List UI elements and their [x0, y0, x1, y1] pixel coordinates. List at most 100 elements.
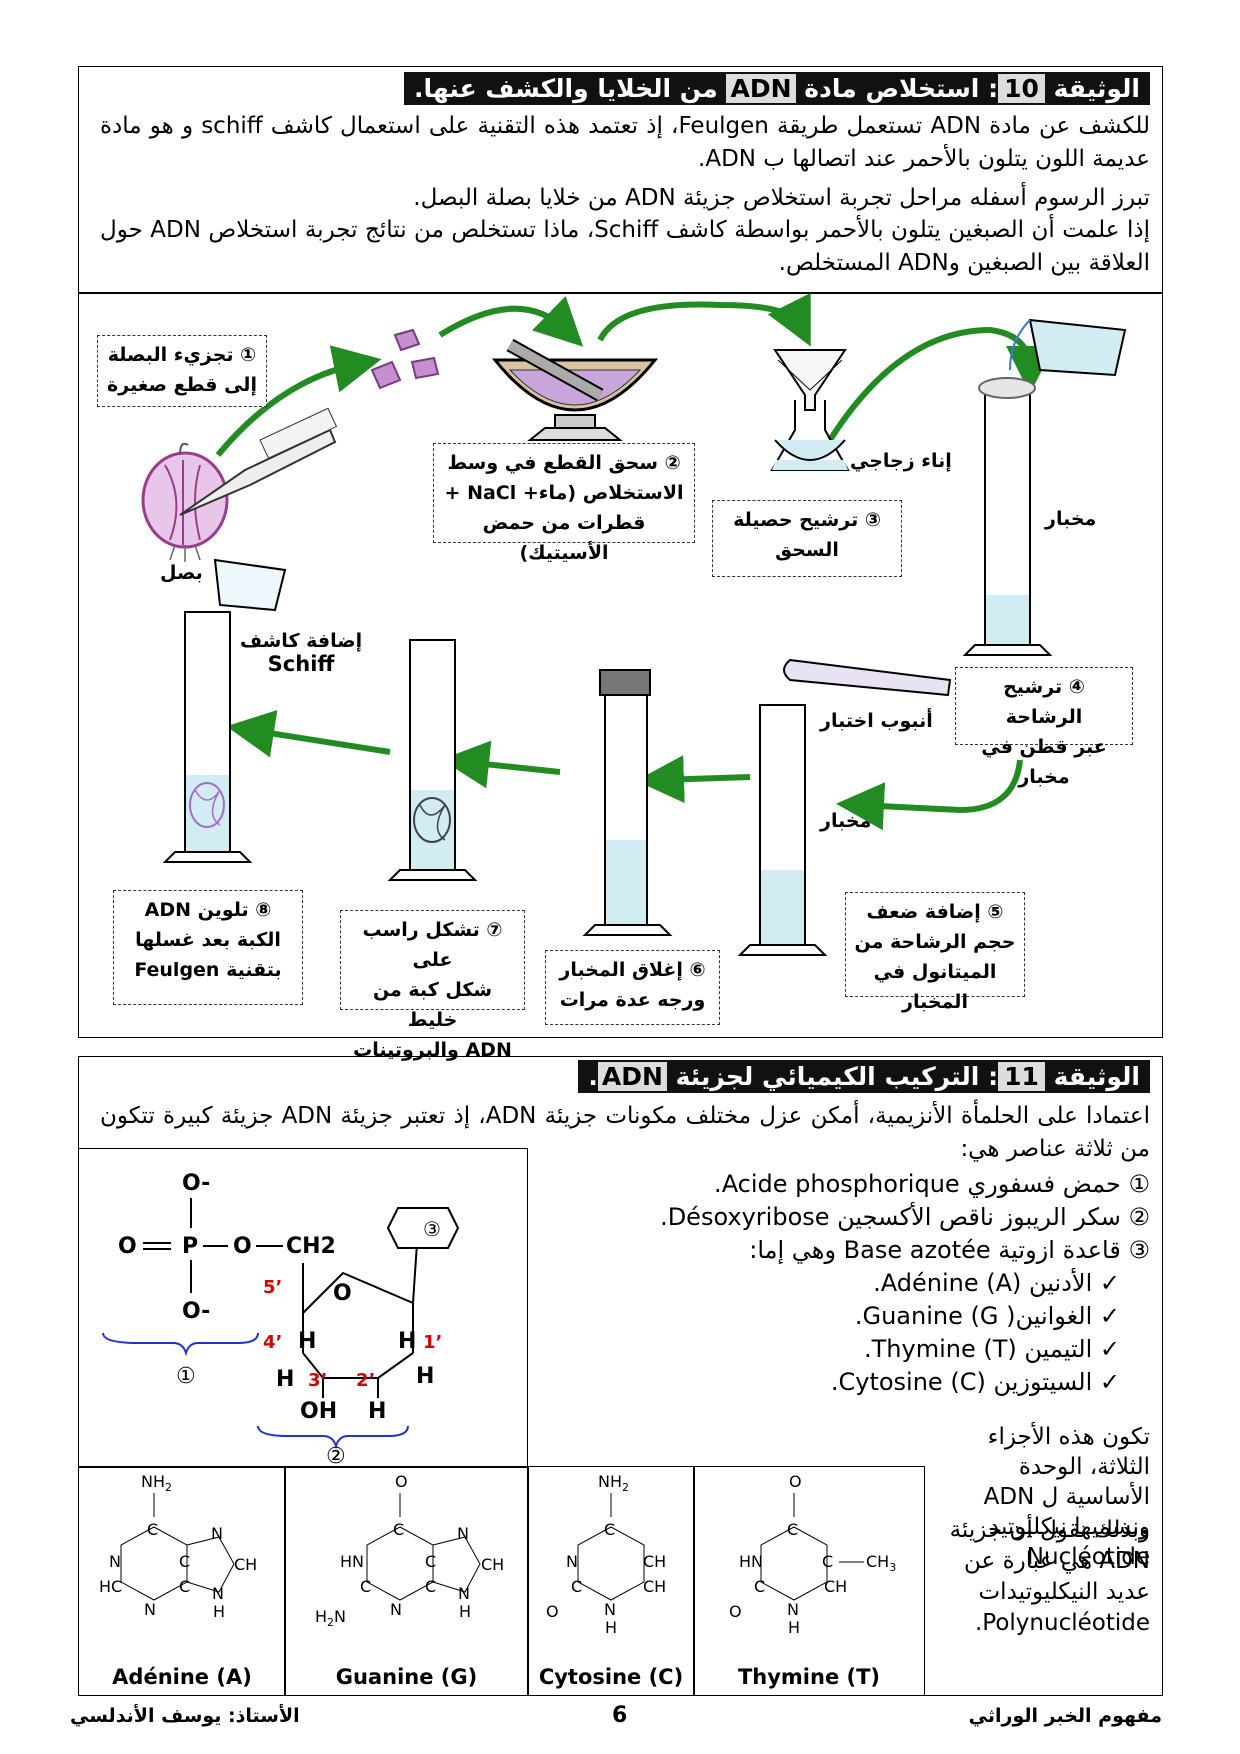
filter-flask-drawing [770, 349, 850, 471]
svg-text:O: O [546, 1602, 559, 1621]
svg-text:H: H [788, 1618, 800, 1637]
step-1-line-1: ① تجزيء البصلة [107, 344, 257, 366]
doc11-title-num: 11 [998, 1062, 1045, 1091]
svg-text:N: N [211, 1524, 223, 1543]
svg-text:O: O [789, 1472, 802, 1491]
mol-c4-label: 4’ [263, 1332, 282, 1353]
step-3-line-2: السحق [775, 539, 839, 561]
mol-num-3-mark: ③ [423, 1217, 441, 1241]
footer-author: الأستاذ: يوسف الأندلسي [70, 1705, 300, 1727]
label-test-tube: أنبوب اختبار [820, 710, 933, 732]
doc10-title-num: 10 [998, 74, 1045, 103]
mol-h-5: H [368, 1399, 386, 1424]
thymine-name: Thymine (T) [737, 1665, 881, 1689]
mol-o-left: O [118, 1234, 137, 1259]
label-cylinder-2: مخبار [820, 810, 872, 832]
cytosine-name: Cytosine (C) [538, 1665, 684, 1689]
step-3-box: ③ ترشيح حصيلة السحق [712, 500, 902, 577]
step-6-line-2: ورجه عدة مرات [559, 989, 706, 1011]
svg-text:CH: CH [234, 1555, 257, 1574]
onion-pieces [370, 328, 440, 390]
svg-text:N: N [109, 1552, 121, 1571]
step-8-box: ⑧ تلوين ADN الكبة بعد غسلها بتقنية Feulg… [113, 890, 303, 1005]
svg-text:C: C [787, 1520, 798, 1539]
step-6-box: ⑥ إغلاق المخبار ورجه عدة مرات [545, 950, 720, 1025]
conclusion-1: تكون هذه الأجزاء الثلاثة، الوحدة الأساسي… [983, 1424, 1150, 1570]
adenine-name: Adénine (A) [112, 1665, 252, 1689]
svg-text:N: N [457, 1524, 469, 1543]
mol-o-bottom: O- [182, 1299, 210, 1324]
arrow-1 [215, 345, 382, 457]
nucleotide-drawing: O- O P O CH2 O- O H H H H OH H 5’ 4’ 3’ … [102, 1171, 460, 1468]
beaker-drawing [1009, 318, 1127, 377]
arrow-5 [836, 759, 1023, 831]
mortar-drawing [491, 338, 659, 441]
onion-drawing [141, 442, 229, 562]
svg-text:C: C [571, 1577, 582, 1596]
doc10-title: الوثيقة 10: استخلاص مادة ADN من الخلايا … [404, 72, 1150, 105]
svg-text:N: N [566, 1552, 578, 1571]
mol-o-top: O- [182, 1171, 210, 1196]
svg-text:CH3: CH3 [866, 1552, 896, 1574]
footer-page-number: 6 [612, 1703, 628, 1728]
base-cytosine: ✓ السيتوزين (C) Cytosine. [830, 1368, 1120, 1396]
step-5-line-1: ⑤ إضافة ضعف [866, 901, 1004, 923]
svg-text:NH2: NH2 [141, 1472, 172, 1494]
svg-text:HN: HN [340, 1552, 364, 1571]
mol-h-4: H [298, 1329, 316, 1354]
step-7-line-1: ⑦ تشكل راسب على [362, 919, 503, 971]
svg-text:C: C [147, 1520, 158, 1539]
label-schiff: إضافة كاشف Schiff [240, 630, 362, 676]
components-list: ① حمض فسفوري Acide phosphorique. ② سكر ا… [540, 1168, 1150, 1399]
doc11-intro: اعتمادا على الحلمأة الأنزيمية، أمكن عزل … [100, 1103, 1150, 1162]
step-6-line-1: ⑥ إغلاق المخبار [559, 959, 706, 981]
svg-text:N: N [144, 1600, 156, 1619]
doc10-title-prefix: الوثيقة [1053, 74, 1140, 103]
footer-chapter: مفهوم الخبر الوراثي [968, 1705, 1162, 1727]
svg-text:N: N [390, 1600, 402, 1619]
step-7-line-2: شكل كبة من خليط [372, 979, 493, 1031]
step-5-box: ⑤ إضافة ضعف حجم الرشاحة من الميتانول في … [845, 892, 1025, 1013]
svg-text:O: O [729, 1602, 742, 1621]
base-thymine: ✓ التيمين (T) Thymine. [863, 1335, 1120, 1363]
svg-text:N: N [212, 1584, 224, 1603]
svg-text:HN: HN [739, 1552, 763, 1571]
svg-text:N: N [787, 1600, 799, 1619]
doc10-title-text-b: من الخلايا والكشف عنها. [414, 74, 718, 103]
svg-text:HC: HC [99, 1577, 122, 1596]
step-2-line-1: ② سحق القطع في وسط [447, 452, 681, 474]
svg-text:NH2: NH2 [598, 1472, 629, 1494]
arrow-3 [597, 292, 811, 347]
doc11-title: الوثيقة 11: التركيب الكيميائي لجزيئة ADN… [578, 1060, 1150, 1093]
mol-c3-label: 3’ [308, 1370, 327, 1391]
step-7-line-3: ADN والبروتينات [353, 1039, 512, 1061]
svg-text:C: C [179, 1577, 190, 1596]
step-2-box: ② سحق القطع في وسط الاستخلاص (ماء+ NaCl … [433, 443, 695, 564]
step-4-box: ④ ترشيح الرشاحة عبر قطن في مخبار [955, 667, 1133, 788]
svg-text:CH: CH [643, 1552, 666, 1571]
svg-text:C: C [393, 1520, 404, 1539]
step-1-line-2: إلى قطع صغيرة [107, 374, 257, 396]
svg-text:H2N: H2N [315, 1607, 346, 1629]
mol-h-1: H [398, 1329, 416, 1354]
svg-text:CH: CH [643, 1577, 666, 1596]
svg-text:N: N [604, 1600, 616, 1619]
step-3-line-1: ③ ترشيح حصيلة [733, 509, 881, 531]
mol-ring-o: O [333, 1281, 352, 1306]
step-1-box: ① تجزيء البصلة إلى قطع صغيرة [97, 335, 267, 407]
step-8-line-2: الكبة بعد غسلها [135, 929, 281, 951]
mol-p: P [182, 1234, 198, 1259]
component-2: ② سكر الريبوز ناقص الأكسجين Désoxyribose… [660, 1203, 1150, 1231]
step-5-line-2: حجم الرشاحة من [854, 931, 1016, 953]
knife-drawing [179, 407, 338, 516]
guanine-name: Guanine (G) [335, 1665, 478, 1689]
cylinder-1-drawing [962, 377, 1053, 656]
mol-o-mid: O [233, 1234, 252, 1259]
svg-text:C: C [822, 1552, 833, 1571]
svg-text:CH: CH [824, 1577, 847, 1596]
